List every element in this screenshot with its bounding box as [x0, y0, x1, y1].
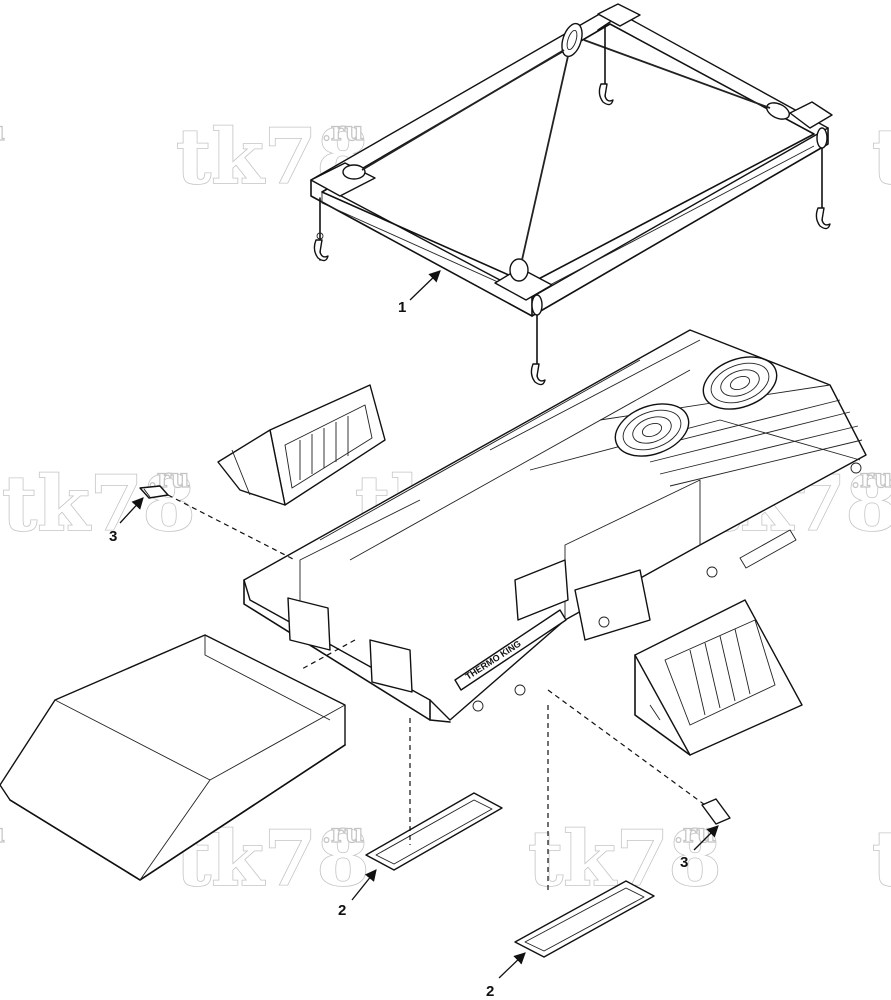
svg-text:.ru: .ru — [322, 819, 364, 849]
ac-unit-body: THERMO KING — [243, 329, 867, 723]
callout-label: 2 — [338, 902, 346, 919]
callout-3-lower: 3 — [680, 825, 719, 871]
gasket-lower — [514, 880, 655, 958]
watermark: tk78 .ru — [175, 111, 370, 202]
lifting-frame — [310, 3, 833, 386]
callout-label: 3 — [680, 854, 688, 871]
callout-label: 2 — [486, 983, 494, 1000]
callout-1: 1 — [398, 270, 441, 316]
watermark-fragment: u — [0, 117, 5, 147]
clip-lower — [701, 798, 731, 825]
watermark: tk78 .ru — [1, 458, 196, 549]
callout-3-upper: 3 — [109, 497, 144, 545]
svg-text:.ru: .ru — [851, 464, 891, 494]
gasket-upper — [365, 792, 503, 871]
svg-text:tk78: tk78 — [176, 112, 370, 201]
callout-label: 3 — [109, 528, 117, 545]
svg-text:.ru: .ru — [322, 117, 364, 147]
vent-housing-lower — [634, 599, 803, 756]
watermark-fragment: t — [872, 814, 891, 903]
watermark-fragment: u — [0, 819, 5, 849]
watermark-fragment: t — [872, 112, 891, 201]
callout-label: 1 — [398, 299, 406, 316]
assembly-lines — [167, 494, 706, 890]
vent-hood-upper — [217, 384, 386, 506]
callout-2-upper: 2 — [338, 869, 377, 919]
callout-2-lower: 2 — [486, 952, 526, 1000]
unit-cover — [0, 634, 346, 881]
svg-text:tk78: tk78 — [2, 459, 196, 548]
